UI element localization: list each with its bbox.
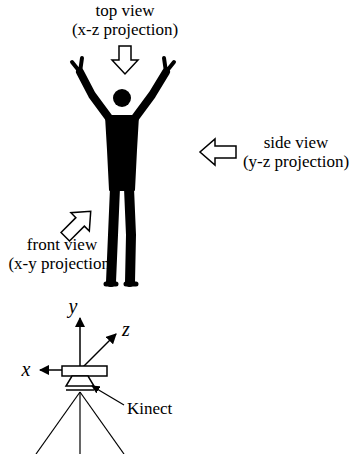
projection-label: (x-z projection) xyxy=(72,21,178,40)
view-label: side view xyxy=(264,134,329,153)
view-label: top view xyxy=(95,2,154,21)
part-label: Kinect xyxy=(127,400,172,419)
axis-label: z xyxy=(122,318,130,340)
projection-label: (y-z projection) xyxy=(243,153,349,172)
view-label: front view xyxy=(27,236,97,255)
axes xyxy=(40,318,116,370)
kinect-leader xyxy=(92,386,124,405)
axis-label: y xyxy=(69,295,78,317)
projection-label: (x-y projection) xyxy=(8,255,115,274)
side-view-arrow xyxy=(200,139,236,165)
top-view-arrow xyxy=(112,46,138,74)
tripod xyxy=(36,392,124,454)
axis-label: x xyxy=(22,358,31,380)
kinect-sensor xyxy=(62,366,107,390)
